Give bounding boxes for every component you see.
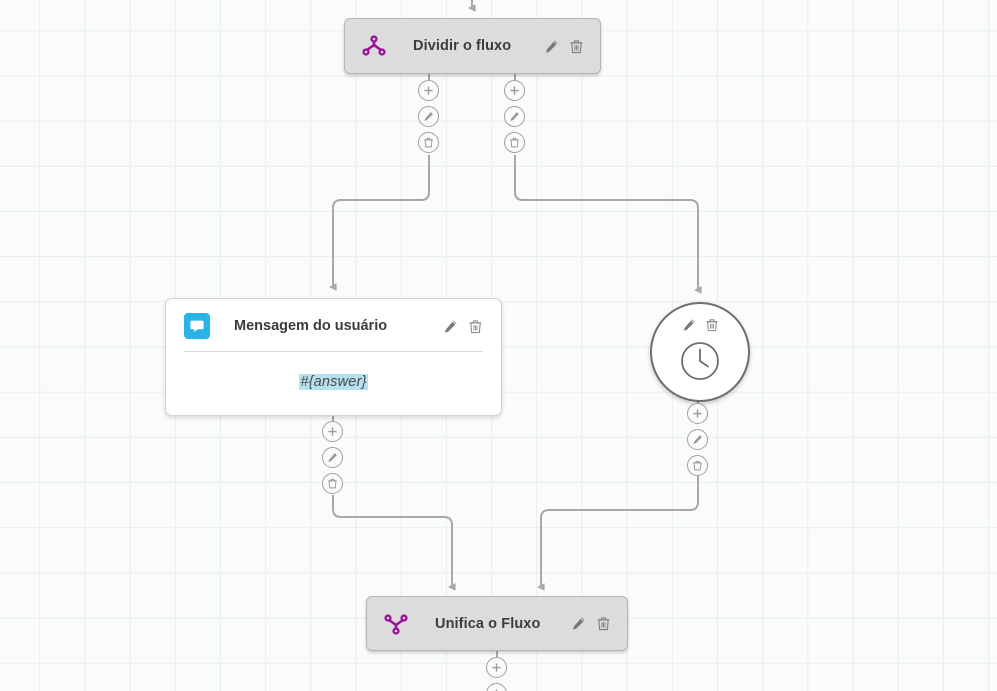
handle-group-message-out[interactable] (322, 421, 343, 494)
edge-split-to-timer (514, 155, 702, 294)
node-title: Mensagem do usuário (234, 318, 388, 334)
node-title: Unifica o Fluxo (435, 615, 541, 632)
edit-pencil-icon[interactable] (687, 429, 708, 450)
node-tools (522, 39, 584, 54)
delete-trash-icon[interactable] (468, 319, 483, 334)
edge-timer-to-merge (536, 476, 699, 591)
edge-message-to-merge (332, 495, 456, 591)
delete-trash-icon[interactable] (418, 132, 439, 153)
delete-trash-icon[interactable] (596, 616, 611, 631)
node-tools (652, 318, 748, 332)
node-tools (549, 616, 611, 631)
handle-group-split-left[interactable] (418, 80, 439, 153)
add-icon[interactable] (322, 421, 343, 442)
add-icon[interactable] (687, 403, 708, 424)
delete-trash-icon[interactable] (504, 132, 525, 153)
clock-icon (679, 340, 721, 387)
node-tools (421, 319, 483, 334)
node-title: Dividir o fluxo (413, 38, 512, 54)
card-header: Mensagem do usuário (166, 299, 501, 351)
node-mensagem-do-usuario[interactable]: Mensagem do usuário (165, 298, 502, 416)
handle-group-timer-out[interactable] (687, 403, 708, 476)
edit-pencil-icon[interactable] (418, 106, 439, 127)
delete-trash-icon[interactable] (322, 473, 343, 494)
edit-pencil-icon[interactable] (544, 39, 559, 54)
edge-split-to-message (328, 155, 430, 291)
edit-pencil-icon[interactable] (504, 106, 525, 127)
edit-pencil-icon[interactable] (571, 616, 586, 631)
edit-pencil-icon[interactable] (682, 318, 696, 332)
card-divider (184, 351, 483, 352)
node-dividir-o-fluxo[interactable]: Dividir o fluxo (344, 18, 601, 74)
chat-bubble-icon (184, 313, 210, 339)
node-timer[interactable] (650, 302, 750, 402)
edit-pencil-icon[interactable] (443, 319, 458, 334)
delete-trash-icon[interactable] (687, 455, 708, 476)
add-icon[interactable] (418, 80, 439, 101)
handle-group-merge-out[interactable] (486, 657, 507, 691)
delete-trash-icon[interactable] (705, 318, 719, 332)
card-body: #{answer} (166, 352, 501, 415)
add-icon[interactable] (486, 683, 507, 691)
merge-flow-icon (383, 612, 409, 636)
message-token: #{answer} (299, 373, 368, 390)
node-unifica-o-fluxo[interactable]: Unifica o Fluxo (366, 596, 628, 651)
edit-pencil-icon[interactable] (322, 447, 343, 468)
delete-trash-icon[interactable] (569, 39, 584, 54)
handle-group-split-right[interactable] (504, 80, 525, 153)
add-icon[interactable] (504, 80, 525, 101)
split-flow-icon (361, 34, 387, 58)
add-icon[interactable] (486, 657, 507, 678)
